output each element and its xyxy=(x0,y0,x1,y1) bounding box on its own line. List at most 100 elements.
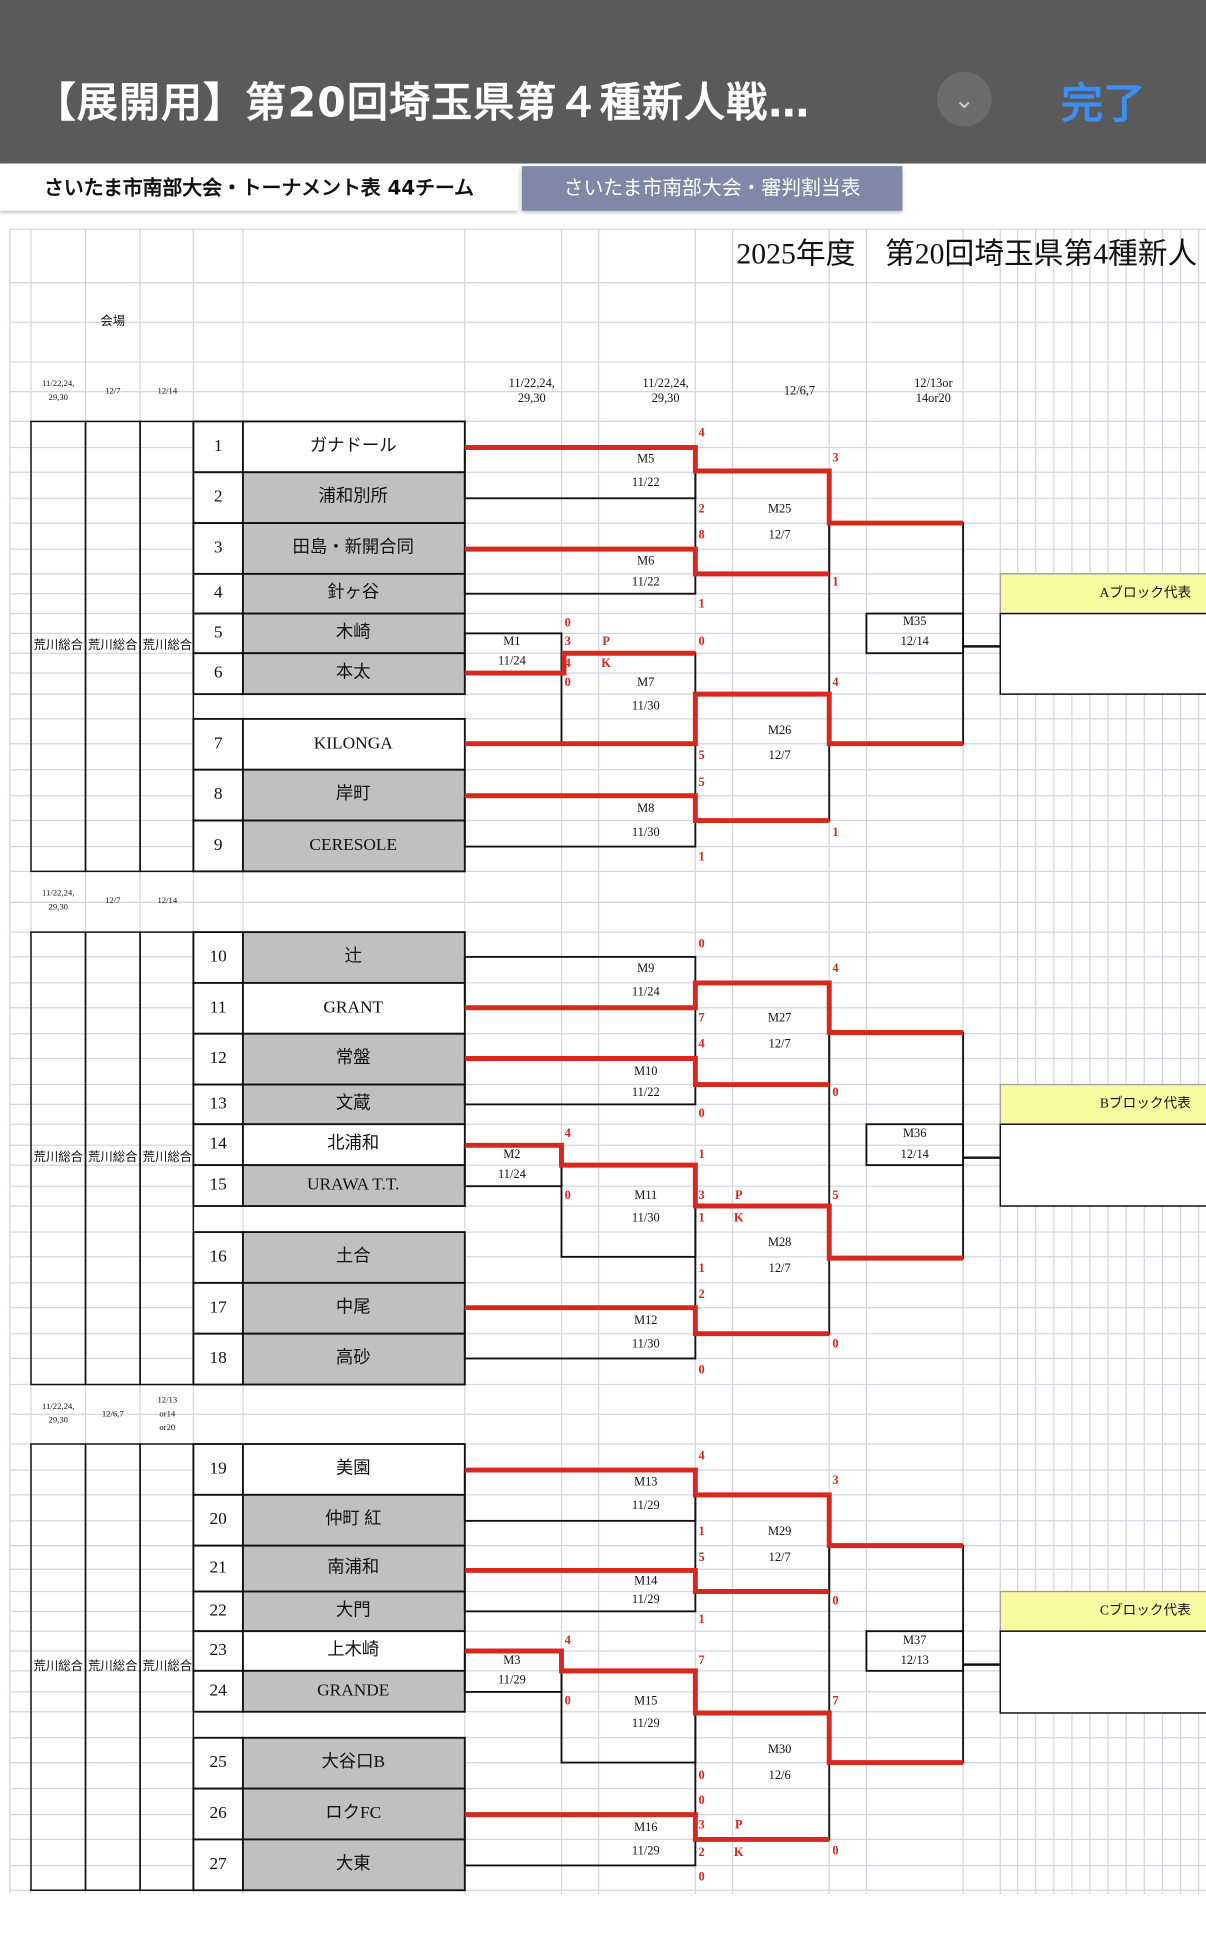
venue-name: 荒川総合 xyxy=(88,1658,138,1673)
match-date: 11/24 xyxy=(498,654,526,668)
block-representative-box xyxy=(999,1630,1206,1714)
team-number: 10 xyxy=(209,946,227,965)
match-score: 0 xyxy=(565,1188,571,1202)
tab-tournament[interactable]: さいたま市南部大会・トーナメント表 44チーム xyxy=(0,166,519,211)
match-score: 7 xyxy=(698,1011,704,1025)
team-number: 24 xyxy=(209,1680,227,1699)
block-date: 29,30 xyxy=(49,392,68,402)
match-id: M1 xyxy=(503,634,520,648)
match-date: 12/7 xyxy=(769,1261,791,1275)
match-score: 0 xyxy=(698,1106,704,1120)
bracket-box xyxy=(828,1544,965,1764)
round-date: 29,30 xyxy=(518,391,546,405)
sheet-tabs: さいたま市南部大会・トーナメント表 44チーム さいたま市南部大会・審判割当表 xyxy=(0,163,1206,216)
match-date: 12/14 xyxy=(901,634,929,648)
match-score: 1 xyxy=(698,1524,704,1538)
match-score: 1 xyxy=(698,850,704,864)
winner-path xyxy=(464,1812,830,1842)
match-score: 0 xyxy=(698,1793,704,1807)
match-date: 12/7 xyxy=(769,527,791,541)
match-score: 0 xyxy=(565,1694,571,1708)
match-id: M7 xyxy=(637,675,654,689)
team-name: 針ヶ谷 xyxy=(327,583,379,602)
team-number: 17 xyxy=(209,1297,227,1316)
team-name-cell xyxy=(242,522,466,575)
team-name-cell xyxy=(242,1231,466,1284)
done-button[interactable]: 完了 xyxy=(1061,79,1146,129)
bracket-box xyxy=(865,612,965,655)
team-name: 仲町 紅 xyxy=(325,1509,381,1528)
team-name: 木崎 xyxy=(336,622,371,641)
match-score: 4 xyxy=(832,961,838,975)
match-score: 4 xyxy=(832,675,838,689)
venue-header: 会場 xyxy=(100,314,125,328)
match-score: 8 xyxy=(698,527,704,541)
sheet-title: 2025年度 第20回埼玉県第4種新人 xyxy=(736,237,1197,270)
document-title: 【展開用】第20回埼玉県第４種新人戦… xyxy=(34,78,811,127)
team-number: 19 xyxy=(209,1458,226,1477)
match-score: 2 xyxy=(698,1845,704,1859)
winner-path xyxy=(464,1305,830,1337)
block-date: 12/6,7 xyxy=(102,1408,125,1418)
block-date: 11/22,24, xyxy=(42,888,74,898)
match-date: 11/29 xyxy=(632,1844,660,1858)
match-score: 4 xyxy=(565,1633,571,1647)
block-date: 12/14 xyxy=(157,895,177,905)
team-number: 23 xyxy=(209,1640,226,1659)
team-name: 土合 xyxy=(336,1246,371,1265)
team-name: 高砂 xyxy=(336,1348,371,1367)
venue-name: 荒川総合 xyxy=(33,637,83,652)
team-name-cell xyxy=(242,652,466,696)
match-score: 0 xyxy=(698,1768,704,1782)
venue-name: 荒川総合 xyxy=(88,637,138,652)
match-id: M14 xyxy=(634,1573,657,1587)
round-date: 29,30 xyxy=(652,391,680,405)
block-date: or20 xyxy=(159,1422,175,1432)
match-id: M12 xyxy=(634,1313,657,1327)
match-id: M10 xyxy=(634,1064,657,1078)
match-date: 11/24 xyxy=(632,985,660,999)
venue-name: 荒川総合 xyxy=(88,1149,138,1164)
venue-name: 荒川総合 xyxy=(33,1658,83,1673)
block-representative-label-cell xyxy=(999,573,1206,615)
match-score: 2 xyxy=(698,1287,704,1301)
team-number: 6 xyxy=(214,663,223,682)
team-number: 8 xyxy=(214,784,223,803)
team-number: 4 xyxy=(214,583,223,602)
team-name: GRANT xyxy=(323,997,383,1016)
tab-referee[interactable]: さいたま市南部大会・審判割当表 xyxy=(521,166,903,211)
team-number-cell xyxy=(192,1838,244,1892)
block-date: 12/14 xyxy=(157,386,177,396)
match-score: 4 xyxy=(698,1448,704,1462)
penalty-marker: K xyxy=(734,1210,744,1224)
match-date: 12/13 xyxy=(901,1653,929,1667)
chevron-down-icon[interactable]: ⌄ xyxy=(937,71,992,127)
match-score: 3 xyxy=(698,1818,704,1832)
team-name: CERESOLE xyxy=(309,835,397,854)
match-id: M36 xyxy=(903,1126,926,1140)
team-number: 2 xyxy=(214,487,223,506)
match-score: 2 xyxy=(698,501,704,515)
team-number-cell xyxy=(192,1544,244,1593)
match-date: 11/22 xyxy=(632,574,660,588)
bracket-box xyxy=(560,652,697,745)
match-id: M3 xyxy=(503,1653,520,1667)
winner-path xyxy=(464,1142,964,1261)
match-date: 11/24 xyxy=(498,1167,526,1181)
match-score: 1 xyxy=(832,825,838,839)
match-id: M6 xyxy=(637,553,654,567)
match-id: M13 xyxy=(634,1474,657,1488)
match-id: M5 xyxy=(637,452,654,466)
match-id: M9 xyxy=(637,961,654,975)
team-name: 美園 xyxy=(336,1458,371,1477)
block-representative-label: Aブロック代表 xyxy=(1100,584,1192,600)
winner-path xyxy=(464,1648,964,1766)
winner-path xyxy=(464,1467,964,1549)
team-number: 22 xyxy=(209,1600,226,1619)
bracket-box xyxy=(865,1123,965,1167)
match-id: M30 xyxy=(768,1742,791,1756)
match-date: 12/6 xyxy=(769,1768,791,1782)
match-score: 3 xyxy=(698,1188,704,1202)
